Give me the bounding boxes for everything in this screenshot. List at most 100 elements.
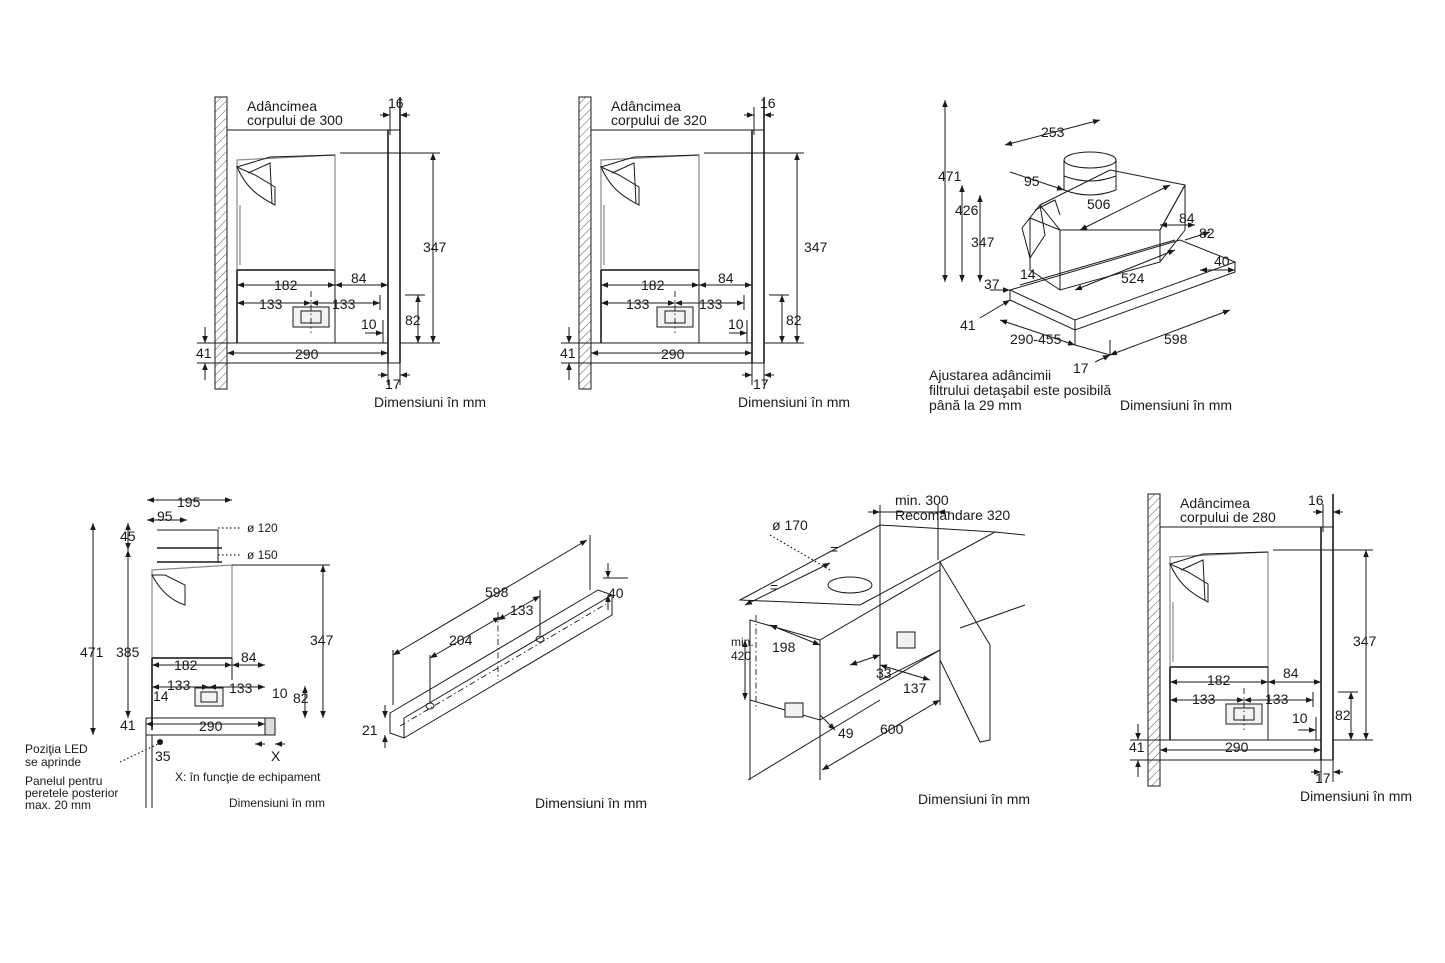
duct-dim-35: 35 xyxy=(155,748,171,764)
side-view-280: Adâncimea corpului de 280 16 347 182 84 … xyxy=(1129,492,1412,804)
iso-dim-426: 426 xyxy=(955,202,979,218)
dim-16: 16 xyxy=(388,95,404,111)
cab-eq-2: = xyxy=(770,579,778,595)
iso-dim-471: 471 xyxy=(938,168,962,184)
dim-82: 82 xyxy=(405,312,421,328)
iso-dim-41: 41 xyxy=(960,317,976,333)
iso-note-1: Ajustarea adâncimii xyxy=(929,367,1051,383)
dim-41: 41 xyxy=(196,345,212,361)
led-label-1: Poziţia LED xyxy=(25,742,88,756)
dim-84: 84 xyxy=(1283,665,1299,681)
iso-dim-37: 37 xyxy=(984,276,1000,292)
duct-dim-45: 45 xyxy=(120,528,136,544)
strip-dim-21: 21 xyxy=(362,722,378,738)
iso-dim-84: 84 xyxy=(1179,210,1195,226)
duct-dim-133-b: 133 xyxy=(229,680,253,696)
depth-label-2: corpului de 280 xyxy=(1180,509,1276,525)
iso-dim-290-455: 290-455 xyxy=(1010,331,1062,347)
duct-dim-x: X xyxy=(271,748,281,764)
duct-dim-290: 290 xyxy=(199,718,223,734)
dim-82: 82 xyxy=(1335,707,1351,723)
dim-133-b: 133 xyxy=(332,296,356,312)
depth-label-1: Adâncimea xyxy=(1180,495,1250,511)
duct-dim-14: 14 xyxy=(153,688,169,704)
cab-dim-198: 198 xyxy=(772,639,796,655)
unit-caption-2: Dimensiuni în mm xyxy=(738,394,850,410)
unit-caption-5: Dimensiuni în mm xyxy=(535,795,647,811)
dim-17: 17 xyxy=(753,376,769,392)
panel-label-3: max. 20 mm xyxy=(25,798,91,812)
cab-min-300: min. 300 xyxy=(895,492,949,508)
duct-side-view: 195 95 ø 120 ø 150 45 471 385 347 182 84… xyxy=(25,494,334,812)
dim-347: 347 xyxy=(423,239,447,255)
cab-rec-320: Recomandare 320 xyxy=(895,507,1010,523)
iso-dim-347: 347 xyxy=(971,234,995,250)
iso-dim-14: 14 xyxy=(1020,266,1036,282)
dim-182: 182 xyxy=(274,277,298,293)
dim-10: 10 xyxy=(1292,710,1308,726)
dim-84: 84 xyxy=(351,270,367,286)
cab-dim-33: 33 xyxy=(876,665,892,681)
dim-290: 290 xyxy=(1225,739,1249,755)
dim-182: 182 xyxy=(1207,672,1231,688)
unit-caption-7: Dimensiuni în mm xyxy=(1300,788,1412,804)
dim-17: 17 xyxy=(1315,770,1331,786)
cab-dim-137: 137 xyxy=(903,680,927,696)
dim-17: 17 xyxy=(385,376,401,392)
x-note: X: în funcţie de echipament xyxy=(175,770,321,784)
strip-dim-598: 598 xyxy=(485,584,509,600)
panel-label-2: peretele posterior xyxy=(25,786,118,800)
unit-caption-1: Dimensiuni în mm xyxy=(374,394,486,410)
strip-dim-133: 133 xyxy=(510,602,534,618)
duct-dim-182: 182 xyxy=(174,657,198,673)
cab-dim-420: 420 xyxy=(731,649,751,663)
cab-eq-1: = xyxy=(830,541,838,557)
dim-16: 16 xyxy=(760,95,776,111)
depth-label-1: Adâncimea xyxy=(611,98,681,114)
duct-dim-10: 10 xyxy=(272,685,288,701)
dim-16: 16 xyxy=(1308,492,1324,508)
dim-10: 10 xyxy=(728,316,744,332)
unit-caption-4: Dimensiuni în mm xyxy=(229,796,325,810)
duct-dim-385: 385 xyxy=(116,644,140,660)
isometric-view: 253 95 471 426 506 84 82 347 40 14 524 3… xyxy=(929,100,1237,413)
iso-dim-82: 82 xyxy=(1199,225,1215,241)
dim-10: 10 xyxy=(361,316,377,332)
side-view-300: Adâncimea corpului de 300 16 347 182 84 … xyxy=(196,95,486,410)
strip-dim-204: 204 xyxy=(449,632,473,648)
unit-caption-3: Dimensiuni în mm xyxy=(1120,397,1232,413)
dim-41: 41 xyxy=(1129,739,1145,755)
dim-82: 82 xyxy=(786,312,802,328)
duct-dim-95: 95 xyxy=(157,508,173,524)
dim-347: 347 xyxy=(804,239,828,255)
iso-dim-598: 598 xyxy=(1164,331,1188,347)
strip-dim-40: 40 xyxy=(608,585,624,601)
duct-dim-84: 84 xyxy=(241,649,257,665)
panel-label-1: Panelul pentru xyxy=(25,774,102,788)
duct-dim-120: ø 120 xyxy=(247,521,278,535)
depth-label-1: Adâncimea xyxy=(247,98,317,114)
dim-133-a: 133 xyxy=(1192,691,1216,707)
led-label-2: se aprinde xyxy=(25,755,81,769)
iso-dim-524: 524 xyxy=(1121,270,1145,286)
dim-133-a: 133 xyxy=(259,296,283,312)
dim-133-a: 133 xyxy=(626,296,650,312)
cabinet-install-view: min. 300 Recomandare 320 ø 170 = = min. … xyxy=(731,492,1030,807)
duct-dim-41: 41 xyxy=(120,717,136,733)
unit-caption-6: Dimensiuni în mm xyxy=(918,791,1030,807)
duct-dim-195: 195 xyxy=(177,494,201,510)
duct-dim-471: 471 xyxy=(80,644,104,660)
duct-dim-347: 347 xyxy=(310,632,334,648)
iso-dim-17: 17 xyxy=(1073,360,1089,376)
side-view-320: Adâncimea corpului de 320 16 347 182 84 … xyxy=(560,95,850,410)
iso-dim-253: 253 xyxy=(1041,124,1065,140)
iso-note-3: până la 29 mm xyxy=(929,397,1022,413)
depth-label-2: corpului de 300 xyxy=(247,112,343,128)
duct-dim-82: 82 xyxy=(293,690,309,706)
duct-dim-150: ø 150 xyxy=(247,548,278,562)
dim-84: 84 xyxy=(718,270,734,286)
dim-290: 290 xyxy=(295,346,319,362)
dim-41: 41 xyxy=(560,345,576,361)
iso-note-2: filtrului detaşabil este posibilă xyxy=(929,382,1111,398)
